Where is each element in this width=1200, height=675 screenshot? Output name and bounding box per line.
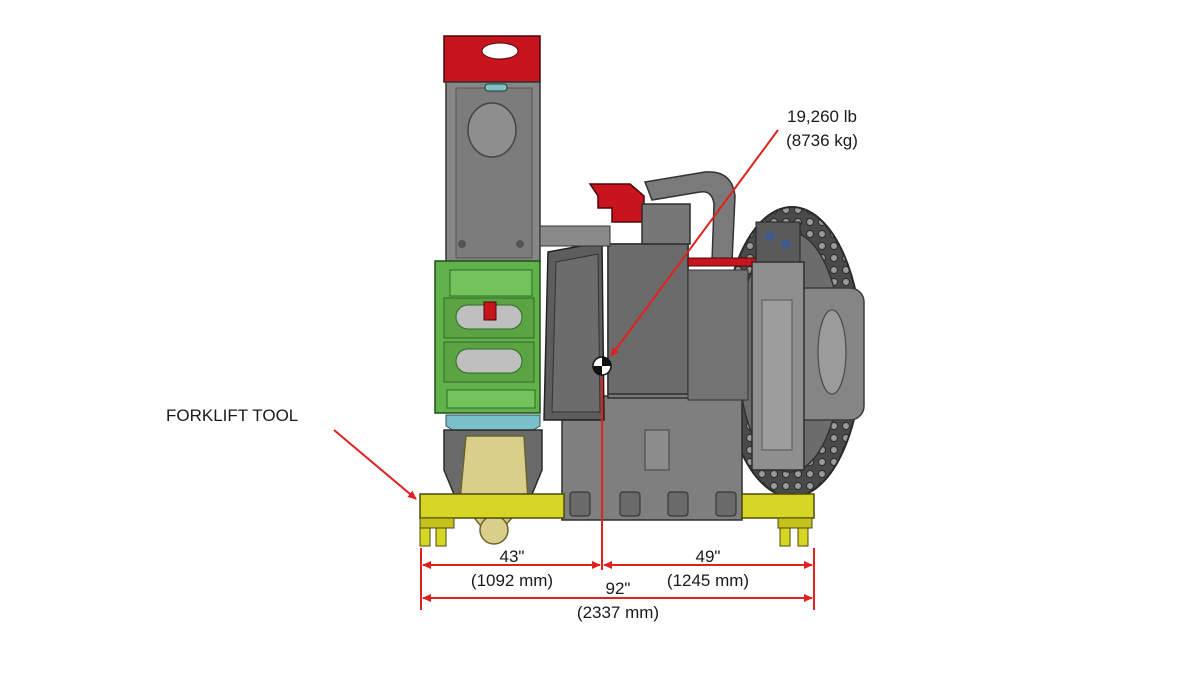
mast-column	[443, 35, 541, 263]
dim-total-mm: (2337 mm)	[577, 603, 659, 622]
control-panel	[751, 221, 805, 471]
forklift-tool-label: FORKLIFT TOOL	[166, 406, 298, 425]
dim-left-inches: 43"	[500, 547, 525, 566]
green-guard	[434, 260, 541, 414]
weight-lb-label: 19,260 lb	[787, 107, 857, 126]
gearbox	[443, 414, 543, 545]
weight-kg-label: (8736 kg)	[786, 131, 858, 150]
dim-right-mm: (1245 mm)	[667, 571, 749, 590]
forklift-leader-arrow	[333, 429, 417, 500]
main-body	[539, 183, 757, 521]
dim-right-inches: 49"	[696, 547, 721, 566]
center-of-gravity-icon	[592, 356, 612, 376]
dim-left-mm: (1092 mm)	[471, 571, 553, 590]
weight-leader-arrow	[610, 129, 779, 357]
dim-total-inches: 92"	[606, 579, 631, 598]
forklift-tool	[419, 493, 815, 547]
